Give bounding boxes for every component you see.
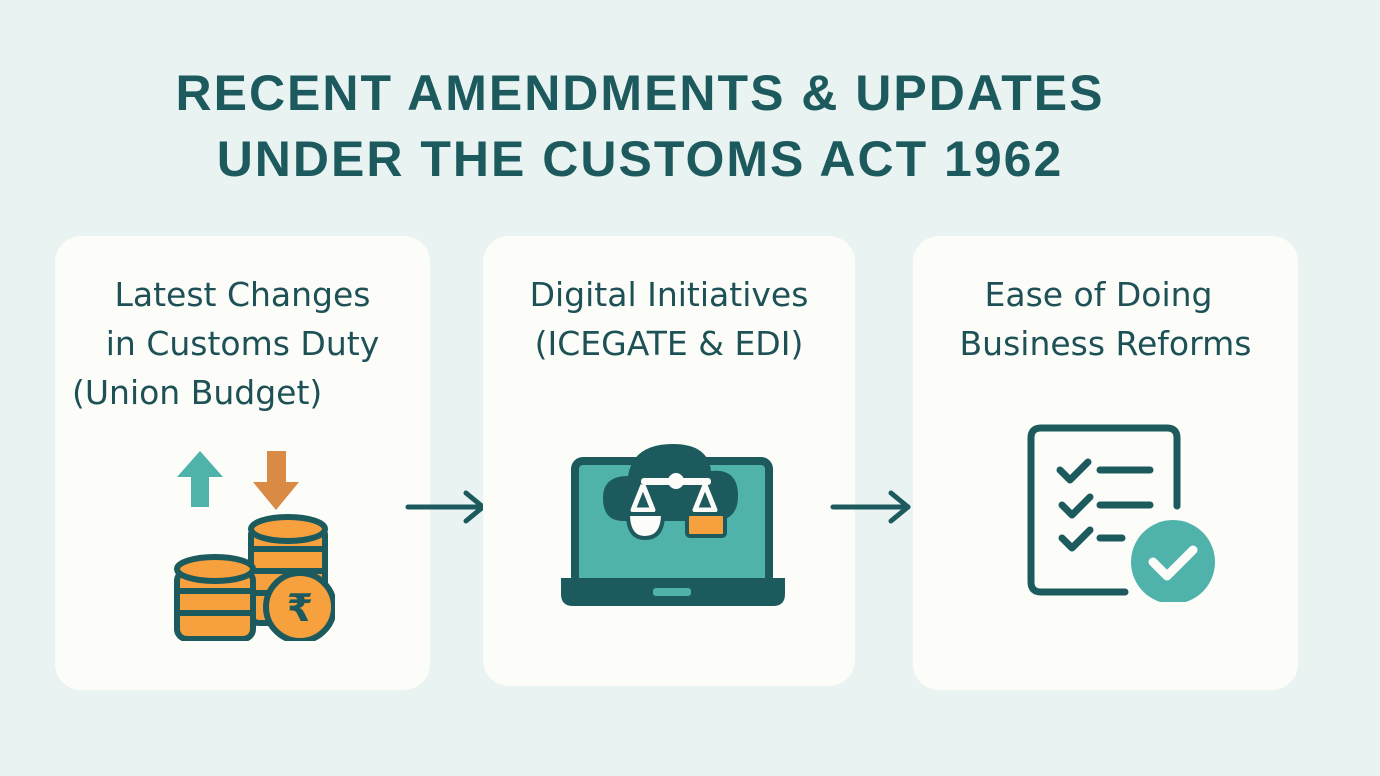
- card-customs-duty: Latest Changes in Customs Duty (Union Bu…: [55, 236, 430, 690]
- card-title-line: Digital Initiatives: [529, 275, 809, 314]
- right-arrow-icon: [830, 490, 911, 524]
- card-title-line: in Customs Duty: [105, 324, 380, 363]
- title-line-2: UNDER THE CUSTOMS ACT 1962: [216, 131, 1064, 187]
- checklist-approved-icon: [1027, 424, 1215, 602]
- arrow-down-icon: [253, 451, 299, 510]
- rupee-coins-icon: ₹: [174, 451, 335, 641]
- card-digital-initiatives: Digital Initiatives (ICEGATE & EDI): [483, 236, 855, 686]
- card-title: Latest Changes in Customs Duty (Union Bu…: [55, 270, 430, 417]
- rupee-symbol: ₹: [287, 586, 313, 630]
- card-title: Ease of Doing Business Reforms: [913, 270, 1298, 368]
- card-title-line: (ICEGATE & EDI): [534, 324, 804, 363]
- page-title: RECENT AMENDMENTS & UPDATES UNDER THE CU…: [0, 60, 1280, 192]
- card-title-line: Latest Changes: [114, 275, 371, 314]
- title-line-1: RECENT AMENDMENTS & UPDATES: [175, 65, 1105, 121]
- laptop-cloud-scales-icon: [561, 444, 785, 606]
- card-title-line: (Union Budget): [72, 373, 323, 412]
- card-title-line: Business Reforms: [959, 324, 1252, 363]
- card-ease-of-business: Ease of Doing Business Reforms: [913, 236, 1298, 690]
- card-title: Digital Initiatives (ICEGATE & EDI): [483, 270, 855, 368]
- arrow-up-icon: [177, 451, 223, 507]
- card-title-line: Ease of Doing: [984, 275, 1213, 314]
- right-arrow-icon: [405, 490, 486, 524]
